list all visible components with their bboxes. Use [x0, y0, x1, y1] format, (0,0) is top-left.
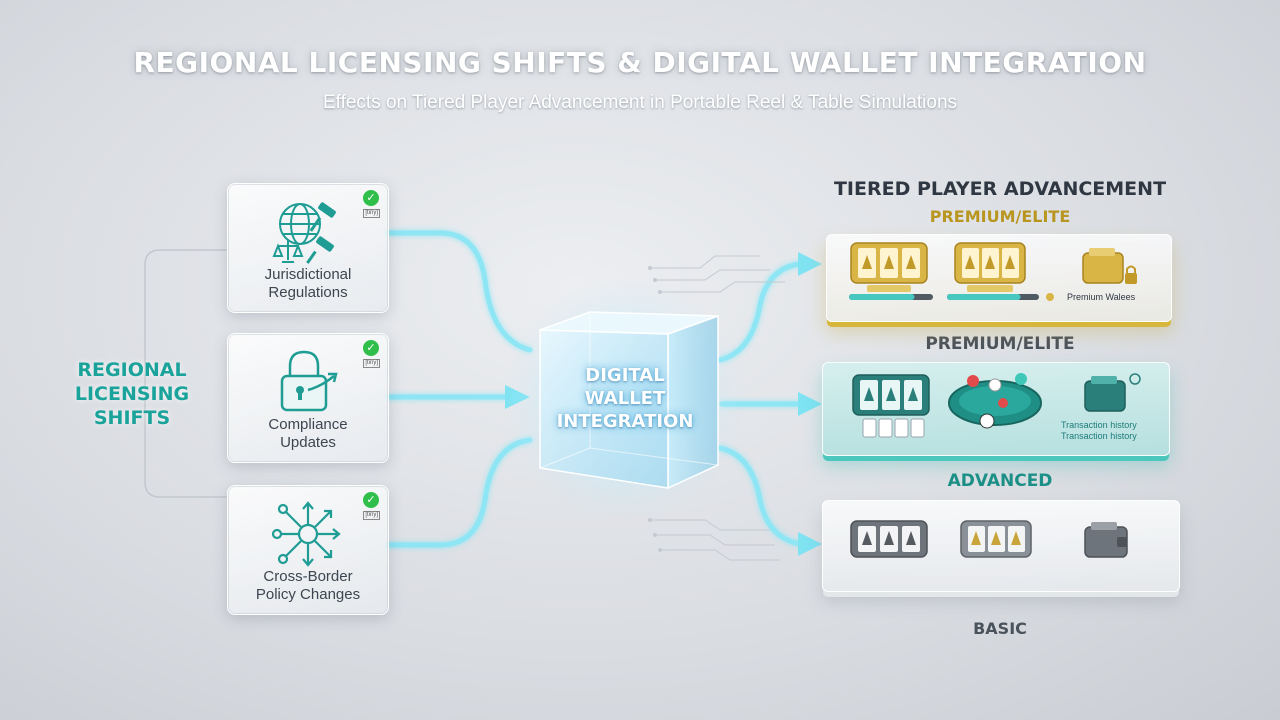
advanced-contents	[852, 373, 1141, 438]
region-label: REGIONAL LICENSING SHIFTS	[74, 359, 190, 429]
padlock-arrow-icon	[280, 350, 338, 412]
circuit-lines	[650, 255, 785, 561]
check-icon: ✓	[363, 340, 379, 356]
page-subtitle: Effects on Tiered Player Advancement in …	[322, 92, 958, 113]
cube-label-line: INTEGRATION	[556, 411, 694, 432]
card-label: Jurisdictional Regulations	[228, 266, 388, 302]
basic-contents	[850, 520, 1128, 558]
slot-machine-icon	[852, 374, 930, 416]
progress-bar	[849, 294, 933, 300]
card-label-line: Policy Changes	[255, 586, 361, 603]
flow-crossborder-to-wallet	[385, 437, 533, 548]
tier-label-basic: BASIC	[973, 619, 1027, 638]
card-label-line: Jurisdictional	[264, 266, 352, 283]
slot-machine-icon	[850, 520, 928, 558]
card-label: Compliance Updates	[228, 416, 388, 452]
check-icon: ✓	[363, 190, 379, 206]
slot-machine-icon	[954, 242, 1026, 292]
tier-heading: TIERED PLAYER ADVANCEMENT	[833, 178, 1167, 200]
card-compliance-updates: ✓ [tiny] Compliance Updates	[227, 333, 389, 463]
status-badge: [tiny]	[363, 209, 380, 218]
transaction-history-text: Transaction history Transaction history	[1061, 420, 1137, 442]
status-badge: [tiny]	[363, 511, 380, 520]
cube-label-line: WALLET	[584, 388, 666, 409]
transaction-history-line: Transaction history	[1061, 431, 1137, 441]
platform-premium: Premium Walees	[826, 234, 1172, 322]
cube-label-line: DIGITAL	[585, 365, 665, 386]
flow-wallet-to-basic	[717, 445, 803, 547]
coin-icon	[1046, 293, 1054, 301]
platform-basic	[822, 500, 1180, 592]
card-label-line: Cross-Border	[263, 568, 353, 585]
slot-machine-icon	[960, 520, 1032, 558]
region-bracket	[144, 249, 228, 498]
wallet-lock-icon	[1082, 248, 1137, 284]
card-cross-border-policy: ✓ [tiny]	[227, 485, 389, 615]
tier-label-advanced: ADVANCED	[947, 471, 1053, 491]
tier-label-premium-elite-secondary: PREMIUM/ELITE	[925, 334, 1075, 354]
page-title: REGIONAL LICENSING SHIFTS & DIGITAL WALL…	[133, 46, 1147, 79]
card-label-line: Compliance	[268, 416, 348, 433]
wallet-icon	[1084, 373, 1141, 412]
globe-gavel-scales-icon	[272, 202, 336, 264]
card-jurisdictional-regulations: ✓ [tiny] Jurisdiction	[227, 183, 389, 313]
flow-jurisdiction-to-wallet	[385, 230, 533, 353]
premium-contents	[849, 242, 1137, 301]
platform-advanced: Transaction history Transaction history	[822, 362, 1170, 456]
check-icon: ✓	[363, 492, 379, 508]
card-label-line: Updates	[280, 434, 336, 451]
tier-label-premium-elite: PREMIUM/ELITE	[929, 207, 1071, 226]
progress-bar	[947, 294, 1039, 300]
slot-machine-icon	[850, 242, 928, 292]
wallet-cube	[505, 280, 745, 520]
transaction-history-line: Transaction history	[1061, 420, 1137, 430]
poker-table-icon	[948, 373, 1042, 429]
status-badge: [tiny]	[363, 359, 380, 368]
playing-cards-icon	[862, 418, 925, 438]
wallet-icon	[1084, 522, 1128, 558]
flow-wallet-to-premium	[717, 261, 803, 363]
card-label: Cross-Border Policy Changes	[228, 568, 388, 604]
network-arrows-icon	[271, 501, 341, 567]
premium-wallet-text: Premium Walees	[1067, 292, 1136, 302]
digital-wallet-label: DIGITAL WALLET INTEGRATION	[555, 364, 695, 433]
card-label-line: Regulations	[268, 284, 348, 301]
